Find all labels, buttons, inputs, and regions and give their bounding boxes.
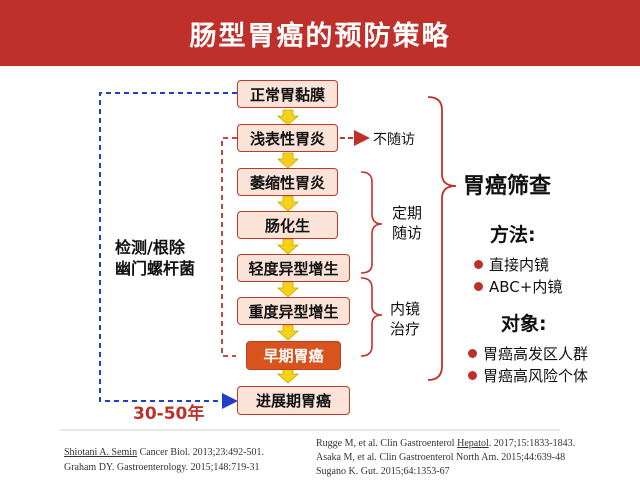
stage-superficial-gastritis: 浅表性胃炎 <box>237 124 338 152</box>
bullet-dot-icon <box>474 282 483 291</box>
method-item: ABC+内镜 <box>474 276 562 297</box>
method-item-label: 直接内镜 <box>489 256 550 274</box>
bullet-dot-icon <box>468 371 477 380</box>
bullet-dot-icon <box>468 349 477 358</box>
citation-journal: Semin <box>111 447 138 458</box>
stage-severe-dysplasia: 重度异型增生 <box>237 297 350 325</box>
citation-author: Shiotani A. <box>64 447 112 458</box>
screening-title: 胃癌筛查 <box>463 174 552 199</box>
methods-heading: 方法: <box>490 224 536 246</box>
citation-pre: Rugge M, et al. Clin Gastroenterol <box>316 438 458 449</box>
citation-rest: . 2017;15:1833-1843. <box>488 438 576 449</box>
hp-test-label-line1: 检测/根除 <box>115 238 185 257</box>
timeframe-label: 30-50年 <box>133 404 205 424</box>
endoscopic-treatment-line1: 内镜 <box>390 300 421 318</box>
bracket-icon <box>427 96 457 381</box>
stage-intestinal-metaplasia: 肠化生 <box>237 211 338 239</box>
title-bar: 肠型胃癌的预防策略 <box>0 0 640 66</box>
stage-normal-mucosa: 正常胃黏膜 <box>237 80 338 108</box>
stage-early-gastric-cancer: 早期胃癌 <box>246 341 341 370</box>
red-dashed-bracket <box>221 137 237 357</box>
regular-followup-line2: 随访 <box>392 224 423 242</box>
citation-rugge: Rugge M, et al. Clin Gastroenterol Hepat… <box>316 438 575 449</box>
method-item-label: ABC+内镜 <box>489 278 563 296</box>
down-arrow-icon <box>276 109 300 384</box>
target-item-label: 胃癌高风险个体 <box>483 367 589 385</box>
target-item-label: 胃癌高发区人群 <box>483 345 589 363</box>
stage-advanced-gastric-cancer: 进展期胃癌 <box>237 386 350 415</box>
page-title: 肠型胃癌的预防策略 <box>189 20 451 52</box>
citation-journal: Hepatol <box>457 438 489 449</box>
stage-atrophic-gastritis: 萎缩性胃炎 <box>237 168 338 196</box>
target-item: 胃癌高风险个体 <box>468 365 588 386</box>
blue-dashed-connector <box>99 92 238 409</box>
no-followup-label: 不随访 <box>373 132 415 148</box>
targets-heading: 对象: <box>501 313 547 335</box>
citation-rest: Cancer Biol. 2013;23:492-501. <box>137 447 265 458</box>
citation-shiotani: Shiotani A. Semin Cancer Biol. 2013;23:4… <box>64 447 264 458</box>
target-item: 胃癌高发区人群 <box>468 343 588 364</box>
stage-mild-dysplasia: 轻度异型增生 <box>237 254 350 282</box>
regular-followup-line1: 定期 <box>392 204 423 222</box>
bracket-icon <box>360 171 383 357</box>
method-item: 直接内镜 <box>474 254 549 275</box>
citation-graham: Graham DY. Gastroenterology. 2015;148:71… <box>64 462 260 473</box>
citation-asaka: Asaka M, et al. Clin Gastroenterol North… <box>316 452 566 463</box>
endoscopic-treatment-line2: 治疗 <box>390 320 421 338</box>
hp-test-label-line2: 幽门螺杆菌 <box>115 259 196 278</box>
citation-sugano: Sugano K. Gut. 2015;64:1353-67 <box>316 466 450 477</box>
bullet-dot-icon <box>474 260 483 269</box>
